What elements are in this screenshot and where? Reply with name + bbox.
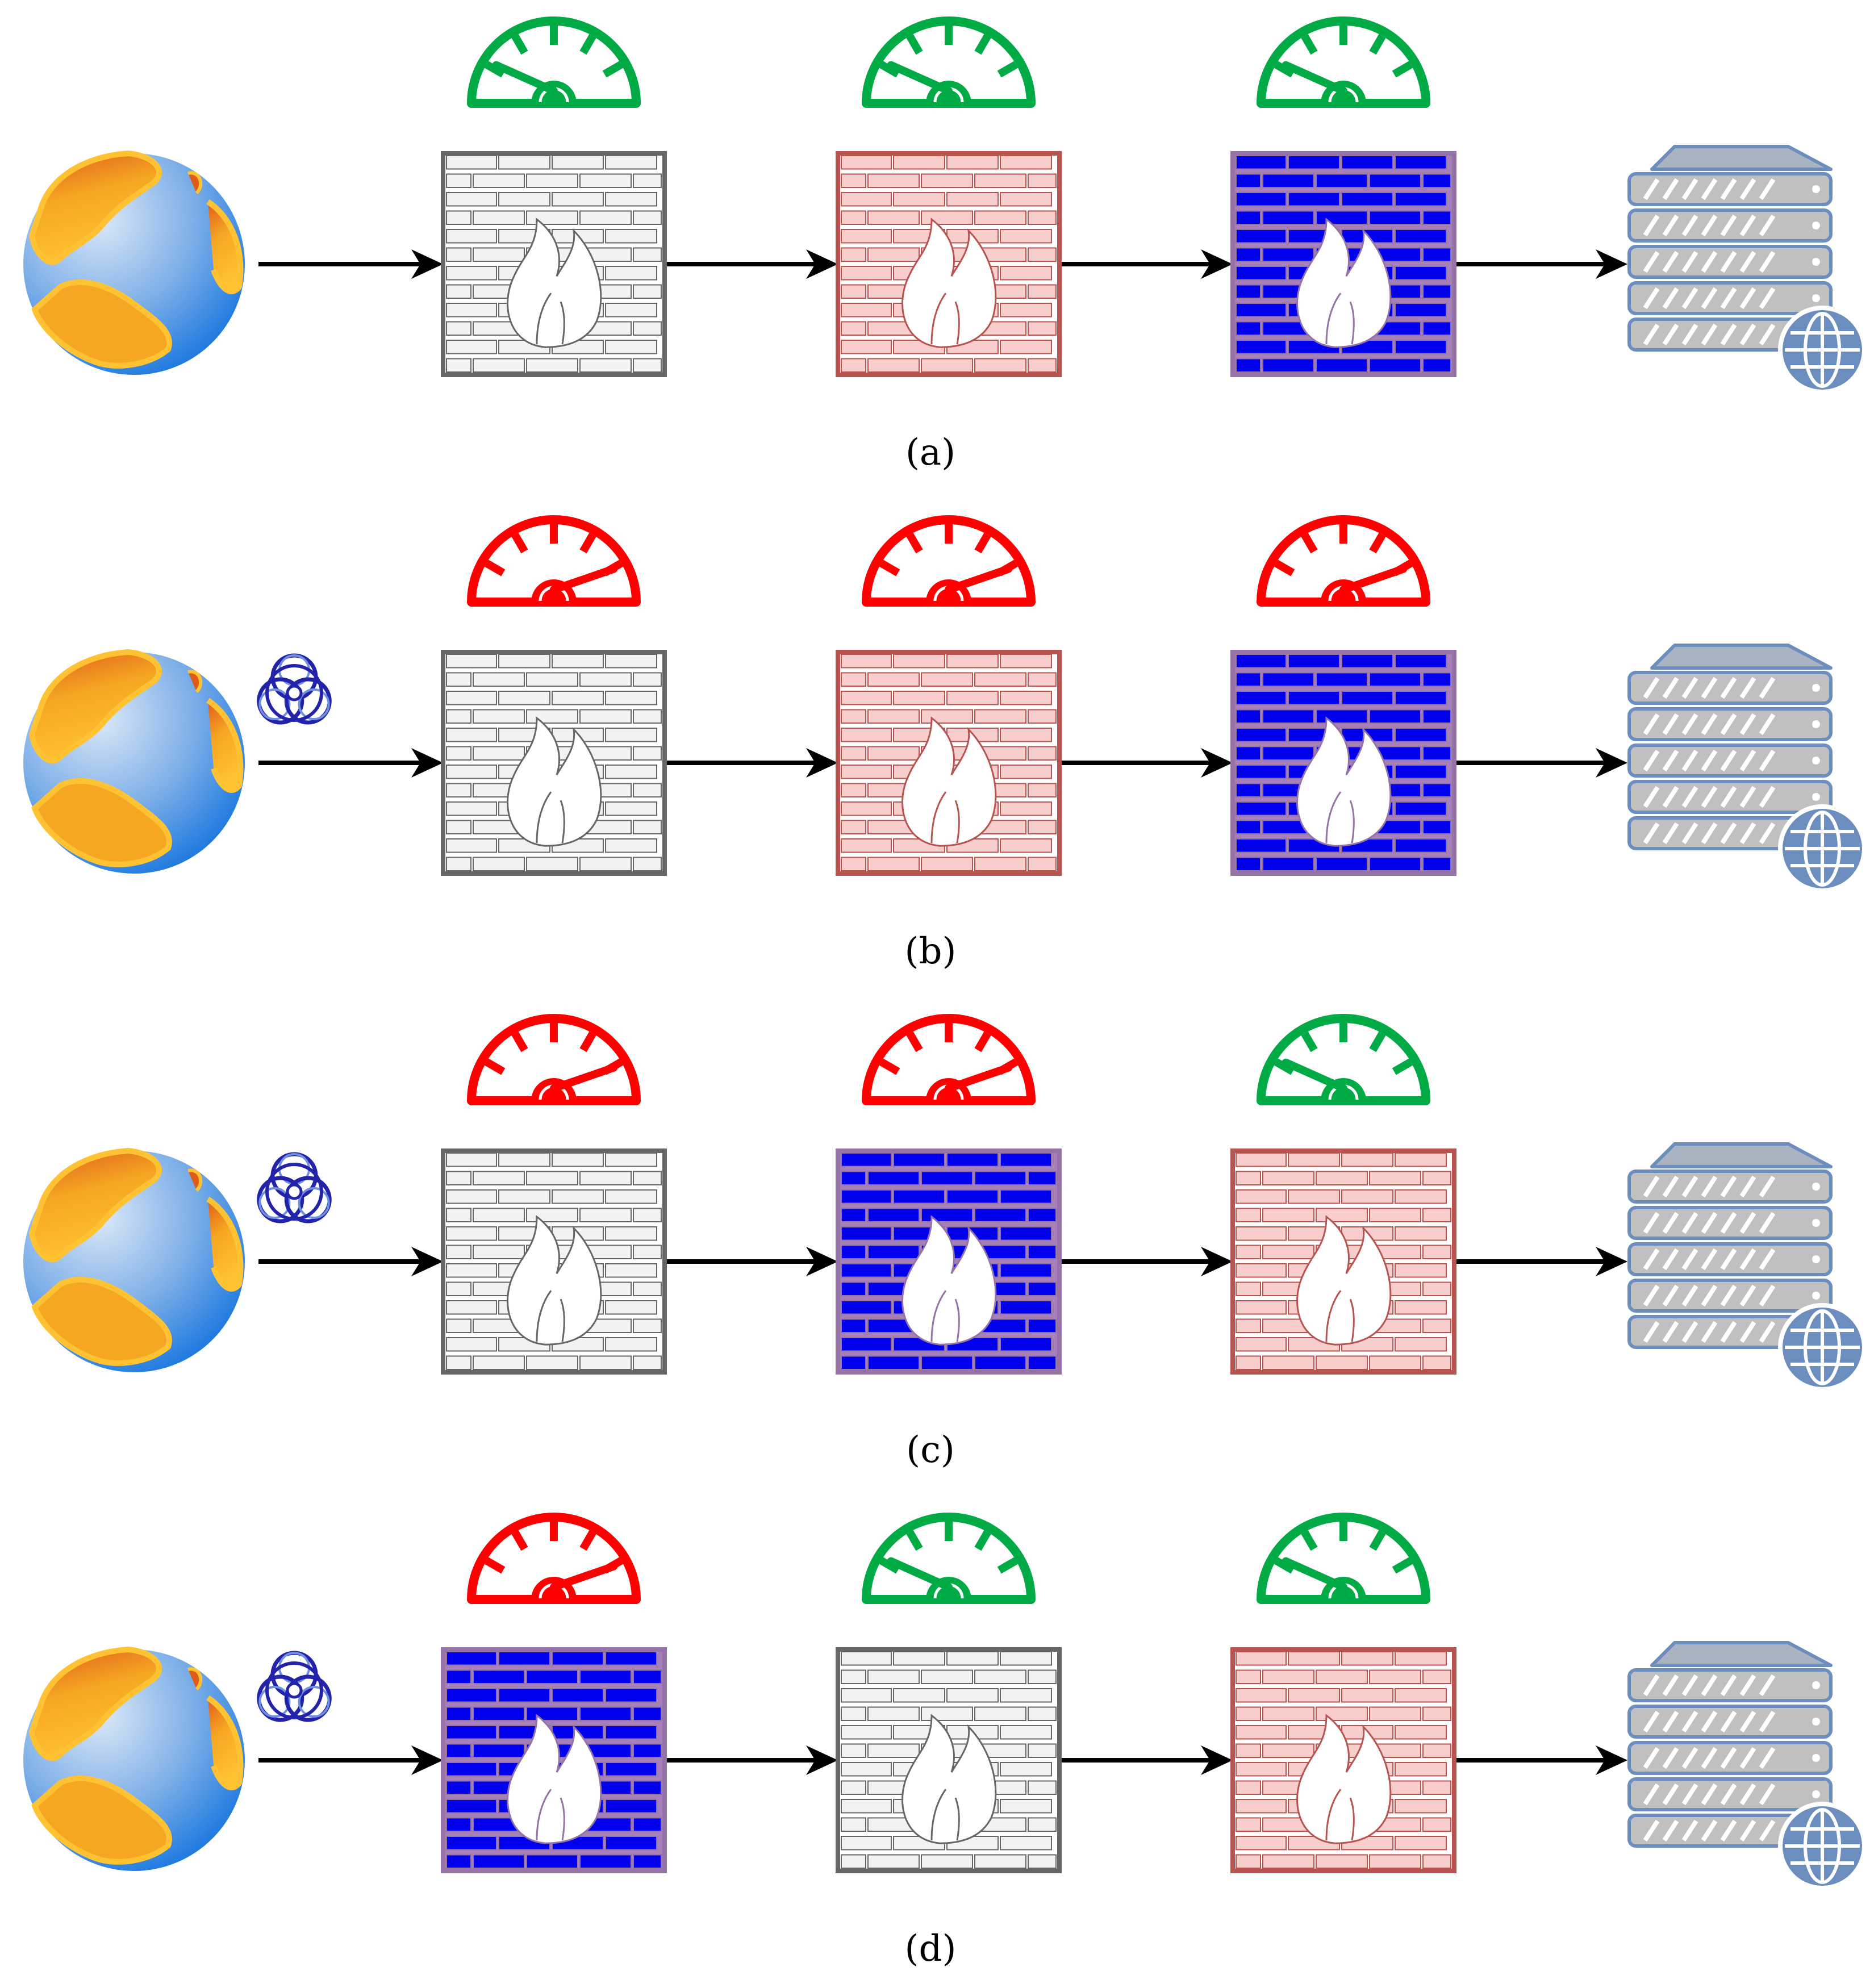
firewall-stage-1 [441, 1513, 667, 1873]
gauge-icon [1257, 16, 1430, 108]
firewall-icon-gray [441, 151, 667, 377]
panel-3: (c) [23, 1014, 1867, 1471]
flow-arrow [665, 249, 838, 279]
globe-icon [23, 649, 245, 874]
flow-arrow [665, 748, 838, 778]
firewall-stage-2 [836, 515, 1062, 876]
gauge-icon [862, 16, 1036, 108]
flow-arrow [665, 1745, 838, 1775]
globe-icon [23, 150, 245, 375]
panel-1: (a) [23, 16, 1867, 474]
web-server-icon [1627, 145, 1867, 394]
web-server-icon [1627, 1641, 1867, 1890]
gauge-icon [467, 16, 641, 108]
firewall-icon-gray [836, 1647, 1062, 1873]
flow-arrow [1059, 1745, 1233, 1775]
gauge-icon [862, 1014, 1036, 1105]
gauge-icon [1257, 1513, 1430, 1604]
firewall-stage-3 [1230, 1014, 1456, 1375]
flow-arrow [258, 1745, 443, 1775]
biohazard-icon [257, 1152, 332, 1223]
flow-arrow [258, 249, 443, 279]
firewall-icon-blue [1230, 151, 1456, 377]
flow-arrow [1454, 1745, 1627, 1775]
firewall-stage-3 [1230, 515, 1456, 876]
panel-caption: (d) [905, 1928, 957, 1970]
gauge-icon [467, 1014, 641, 1105]
panel-caption: (c) [906, 1429, 955, 1471]
flow-arrow [1059, 1247, 1233, 1276]
web-server-icon [1627, 1142, 1867, 1392]
flow-arrow [1454, 1247, 1627, 1276]
firewall-icon-gray [441, 650, 667, 876]
firewall-stage-1 [441, 16, 667, 377]
firewall-stage-2 [836, 1014, 1062, 1375]
gauge-icon [1257, 515, 1430, 607]
gauge-icon [467, 515, 641, 607]
flow-arrow [1059, 748, 1233, 778]
gauge-icon [1257, 1014, 1430, 1105]
firewall-icon-gray [441, 1148, 667, 1375]
flow-arrow [1454, 748, 1627, 778]
firewall-icon-blue [836, 1148, 1062, 1375]
panel-caption: (b) [905, 930, 957, 972]
firewall-stage-3 [1230, 16, 1456, 377]
firewall-stage-2 [836, 16, 1062, 377]
web-server-icon [1627, 644, 1867, 893]
gauge-icon [862, 515, 1036, 607]
gauge-icon [467, 1513, 641, 1604]
flow-arrow [1059, 249, 1233, 279]
firewall-stage-3 [1230, 1513, 1456, 1873]
biohazard-icon [257, 653, 332, 725]
flow-arrow [665, 1247, 838, 1276]
flow-arrow [1454, 249, 1627, 279]
firewall-stage-2 [836, 1513, 1062, 1873]
firewall-icon-blue [1230, 650, 1456, 876]
biohazard-icon [257, 1651, 332, 1722]
firewall-icon-pink [836, 151, 1062, 377]
panel-4: (d) [23, 1513, 1867, 1970]
firewall-icon-blue [441, 1647, 667, 1873]
gauge-icon [862, 1513, 1036, 1604]
firewall-stage-1 [441, 1014, 667, 1375]
panel-caption: (a) [905, 432, 955, 474]
firewall-icon-pink [836, 650, 1062, 876]
firewall-stage-1 [441, 515, 667, 876]
globe-icon [23, 1646, 245, 1871]
flow-arrow [258, 1247, 443, 1276]
panel-2: (b) [23, 515, 1867, 972]
firewall-icon-pink [1230, 1647, 1456, 1873]
globe-icon [23, 1147, 245, 1372]
flow-arrow [258, 748, 443, 778]
firewall-icon-pink [1230, 1148, 1456, 1375]
